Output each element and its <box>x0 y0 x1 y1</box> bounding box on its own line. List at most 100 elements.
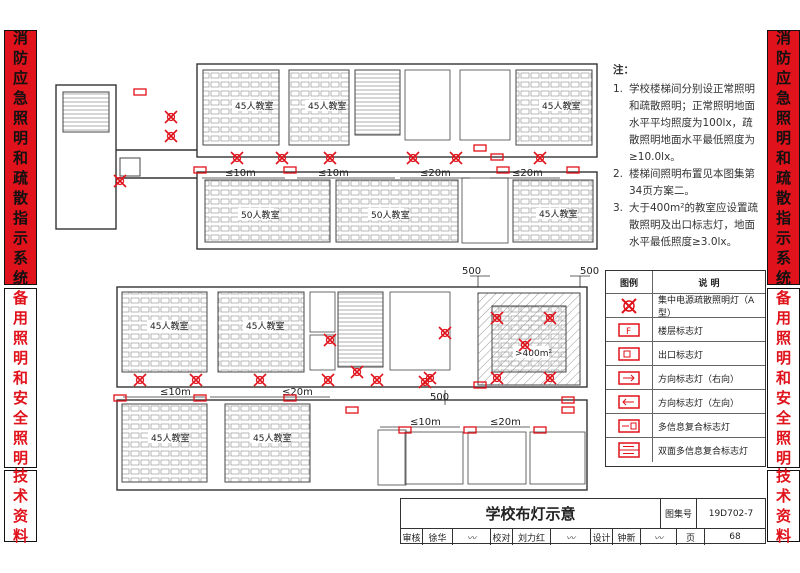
dimension-label: ≤10m <box>410 417 441 428</box>
sign-light-icon <box>533 426 547 434</box>
sign-light-icon <box>193 166 207 174</box>
design-label: 设计 <box>591 529 613 545</box>
sidebar-right-bottom-text: 技术资料 <box>775 467 791 545</box>
legend-label: 双面多信息复合标志灯 <box>658 446 749 457</box>
emergency-light-icon <box>438 326 452 340</box>
review-signature: 〰 <box>453 529 491 545</box>
lower-building <box>116 286 588 491</box>
sidebar-right-bottom: 技术资料 <box>767 467 800 545</box>
upper-wc <box>404 69 511 244</box>
legend-row: 多信息复合标志灯 <box>606 413 765 438</box>
dimension-label: 500 <box>580 266 599 277</box>
check-name: 刘力红 <box>513 529 551 545</box>
legend-label: 方向标志灯（左向） <box>658 398 740 409</box>
large-hall-label: >400m² <box>515 349 552 359</box>
dimension-label: 500 <box>462 266 481 277</box>
multi-info-sign-icon <box>618 419 640 433</box>
drawing-title: 学校布灯示意 <box>401 499 661 529</box>
sign-light-icon <box>283 166 297 174</box>
emergency-light-icon <box>323 151 337 165</box>
legend-col-icon: 图例 <box>606 271 653 293</box>
emergency-light-icon <box>533 151 547 165</box>
classroom-label: 45人教室 <box>308 100 346 112</box>
arrow-left-sign-icon <box>618 395 640 409</box>
sidebar-left-bottom-text: 技术资料 <box>12 467 28 545</box>
emergency-light-icon <box>164 129 178 143</box>
lower-small-rooms <box>309 291 586 486</box>
check-label: 校对 <box>491 529 513 545</box>
emergency-light-icon <box>189 373 203 387</box>
legend-header: 图例 说 明 <box>606 271 765 293</box>
double-multi-info-sign-icon <box>618 442 640 458</box>
note-number: 1. <box>613 83 624 95</box>
stair-lower-mid <box>337 291 384 368</box>
svg-text:F: F <box>626 327 631 337</box>
sidebar-right-top-text: 消防应急照明和疏散指示系统 <box>775 28 791 287</box>
arrow-right-sign-icon <box>618 371 640 385</box>
stair-upper-mid <box>354 69 401 136</box>
sign-light-icon <box>566 166 580 174</box>
sign-light-icon <box>113 394 127 402</box>
classroom-label: 45人教室 <box>235 100 273 112</box>
emergency-light-icon <box>406 151 420 165</box>
atlas-no-label: 图集号 <box>661 499 697 529</box>
emergency-light-icon <box>133 373 147 387</box>
note-item: 3. 大于400m²的教室应设置疏散照明及出口标志灯，地面水平最低照度≥3.0l… <box>613 200 763 251</box>
note-text: 楼梯间照明布置见本图集第34页方案二。 <box>629 168 755 197</box>
emergency-light-icon <box>518 338 532 352</box>
emergency-light-icon <box>490 311 504 325</box>
dimension-label: ≤10m <box>160 387 191 398</box>
floor-sign-icon: F <box>618 323 640 337</box>
dimension-label: ≤10m <box>225 168 256 179</box>
review-name: 徐华 <box>423 529 453 545</box>
sidebar-left-middle: 备用照明和安全照明 <box>4 288 37 468</box>
page-label: 页 <box>677 529 705 545</box>
legend-label: 集中电源疏散照明灯（A型） <box>658 296 755 319</box>
x-circle-icon <box>621 298 637 314</box>
emergency-light-icon <box>321 373 335 387</box>
sidebar-left-middle-text: 备用照明和安全照明 <box>12 289 28 467</box>
sign-light-icon <box>473 381 487 389</box>
classroom-label: 45人教室 <box>542 100 580 112</box>
emergency-light-icon <box>418 375 432 389</box>
stair-upper-left <box>62 91 110 133</box>
exit-sign-icon <box>618 347 640 361</box>
sign-light-icon <box>398 426 412 434</box>
legend-col-desc: 说 明 <box>698 278 720 289</box>
legend-row: 方向标志灯（左向） <box>606 389 765 414</box>
emergency-light-icon <box>350 365 364 379</box>
sign-light-icon <box>473 144 487 152</box>
emergency-light-icon <box>323 333 337 347</box>
sign-light-icon <box>133 88 147 96</box>
classroom-label: 45人教室 <box>539 208 577 220</box>
dimension-label: ≤20m <box>512 168 543 179</box>
classroom-label: 45人教室 <box>253 432 291 444</box>
check-signature: 〰 <box>551 529 591 545</box>
elevator-upper <box>119 157 141 177</box>
dimension-lines <box>123 177 590 428</box>
atlas-no: 19D702-7 <box>697 499 765 529</box>
sign-light-icon <box>345 406 359 414</box>
dimension-label: ≤20m <box>420 168 451 179</box>
emergency-light-icon <box>370 373 384 387</box>
note-item: 1. 学校楼梯间分别设正常照明和疏散照明；正常照明地面水平平均照度为100lx，… <box>613 81 763 166</box>
dimension-label: ≤10m <box>318 168 349 179</box>
emergency-light-icon <box>543 311 557 325</box>
legend-row: 双面多信息复合标志灯 <box>606 437 765 462</box>
sign-light-icon <box>561 406 575 414</box>
design-signature: 〰 <box>641 529 677 545</box>
sign-light-icon <box>561 396 575 404</box>
emergency-light-icon <box>253 373 267 387</box>
legend-row: F 楼层标志灯 <box>606 317 765 342</box>
emergency-light-icon <box>543 371 557 385</box>
dimension-label: 500 <box>430 392 449 403</box>
note-item: 2. 楼梯间照明布置见本图集第34页方案二。 <box>613 166 763 200</box>
emergency-light-icon <box>490 371 504 385</box>
legend-row: 集中电源疏散照明灯（A型） <box>606 293 765 319</box>
legend-row: 方向标志灯（右向） <box>606 365 765 390</box>
dimension-label: ≤20m <box>490 417 521 428</box>
classroom-label: 45人教室 <box>150 320 188 332</box>
legend-label: 方向标志灯（右向） <box>658 374 740 385</box>
emergency-light-icon <box>113 174 127 188</box>
